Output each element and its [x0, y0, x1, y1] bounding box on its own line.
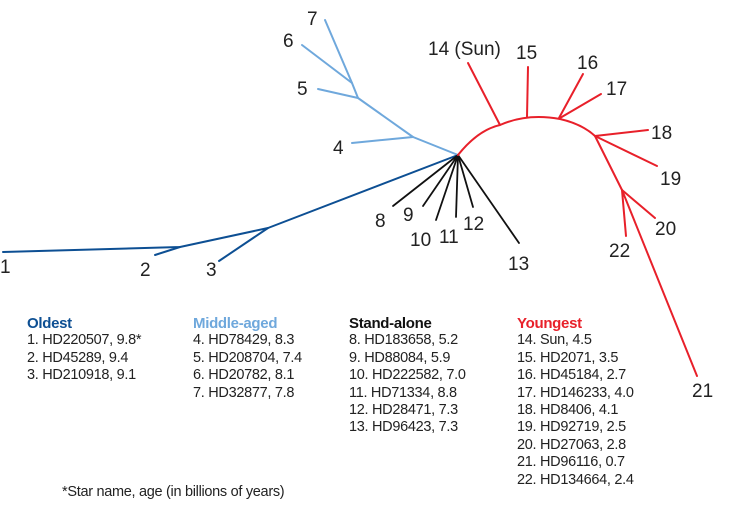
legend-item: 7. HD32877, 7.8 — [193, 384, 295, 401]
branch-9 — [422, 154, 459, 207]
branch-1 — [2, 154, 459, 253]
legend-item: 10. HD222582, 7.0 — [349, 367, 466, 384]
legend-oldest: Oldest 1. HD220507, 9.8* 2. HD45289, 9.4… — [27, 315, 142, 385]
branch-11 — [455, 154, 459, 218]
legend-item: 8. HD183658, 5.2 — [349, 332, 458, 349]
legend-item: 5. HD208704, 7.4 — [193, 349, 302, 366]
branch-18 — [594, 129, 649, 137]
branch-19 — [594, 135, 658, 167]
node-label-8: 8 — [375, 211, 386, 232]
legend-item: 12. HD28471, 7.3 — [349, 402, 458, 419]
legend-item: 3. HD210918, 9.1 — [27, 367, 136, 384]
branch-8 — [392, 154, 459, 207]
branch-16 — [558, 73, 584, 119]
legend-youngest: Youngest 14. Sun, 4.5 15. HD2071, 3.5 16… — [517, 315, 634, 489]
node-label-5: 5 — [297, 79, 308, 100]
legend-item: 2. HD45289, 9.4 — [27, 349, 129, 366]
node-label-9: 9 — [403, 205, 414, 226]
legend-item: 17. HD146233, 4.0 — [517, 384, 634, 401]
branch-2 — [154, 246, 181, 256]
footnote: *Star name, age (in billions of years) — [62, 484, 285, 500]
branch-13 — [457, 154, 520, 244]
node-label-12: 12 — [463, 214, 484, 235]
branch-15 — [526, 66, 529, 118]
legend-item: 6. HD20782, 8.1 — [193, 367, 295, 384]
branch-main-young — [457, 116, 698, 377]
legend-title-oldest: Oldest — [27, 315, 72, 332]
legend-item: 16. HD45184, 2.7 — [517, 367, 626, 384]
node-label-20: 20 — [655, 219, 676, 240]
node-label-16: 16 — [577, 53, 598, 74]
node-label-14-sun: 14 (Sun) — [428, 39, 501, 60]
node-label-13: 13 — [508, 254, 529, 275]
node-label-2: 2 — [140, 260, 151, 281]
node-label-22: 22 — [609, 241, 630, 262]
node-label-1: 1 — [0, 257, 11, 278]
legend-item: 18. HD8406, 4.1 — [517, 402, 619, 419]
branch-10 — [435, 154, 459, 221]
branch-12 — [457, 154, 474, 208]
branch-3 — [218, 227, 269, 262]
node-label-7: 7 — [307, 9, 318, 30]
node-label-10: 10 — [410, 230, 431, 251]
branch-22 — [621, 189, 627, 237]
branch-5 — [317, 88, 359, 99]
legend-item: 4. HD78429, 8.3 — [193, 332, 295, 349]
legend-middle-aged: Middle-aged 4. HD78429, 8.3 5. HD208704,… — [193, 315, 302, 402]
legend-item: 22. HD134664, 2.4 — [517, 471, 634, 488]
node-label-21: 21 — [692, 381, 713, 402]
youngest-branches — [457, 62, 698, 377]
legend-item: 13. HD96423, 7.3 — [349, 419, 458, 436]
node-label-18: 18 — [651, 123, 672, 144]
node-label-19: 19 — [660, 169, 681, 190]
node-label-11: 11 — [439, 227, 459, 248]
oldest-branches — [2, 154, 459, 262]
legend-item: 1. HD220507, 9.8* — [27, 332, 142, 349]
branch-14 — [467, 62, 501, 126]
legend-item: 20. HD27063, 2.8 — [517, 436, 626, 453]
node-label-6: 6 — [283, 31, 294, 52]
legend-title-stand-alone: Stand-alone — [349, 315, 432, 332]
legend-title-middle-aged: Middle-aged — [193, 315, 278, 332]
branch-6 — [301, 44, 353, 84]
legend-stand-alone: Stand-alone 8. HD183658, 5.2 9. HD88084,… — [349, 315, 466, 437]
legend-item: 21. HD96116, 0.7 — [517, 454, 625, 471]
legend-title-youngest: Youngest — [517, 315, 582, 332]
node-label-17: 17 — [606, 79, 627, 100]
node-label-15: 15 — [516, 43, 537, 64]
branch-20 — [621, 189, 656, 219]
middle-aged-branches — [301, 19, 459, 156]
node-label-4: 4 — [333, 138, 344, 159]
legend-item: 11. HD71334, 8.8 — [349, 384, 457, 401]
node-label-3: 3 — [206, 260, 217, 281]
legend-item: 15. HD2071, 3.5 — [517, 349, 619, 366]
standalone-branches — [392, 154, 520, 244]
branch-4 — [351, 136, 414, 144]
legend-item: 19. HD92719, 2.5 — [517, 419, 626, 436]
legend-item: 14. Sun, 4.5 — [517, 332, 592, 349]
legend-item: 9. HD88084, 5.9 — [349, 349, 451, 366]
branch-17 — [559, 93, 602, 119]
